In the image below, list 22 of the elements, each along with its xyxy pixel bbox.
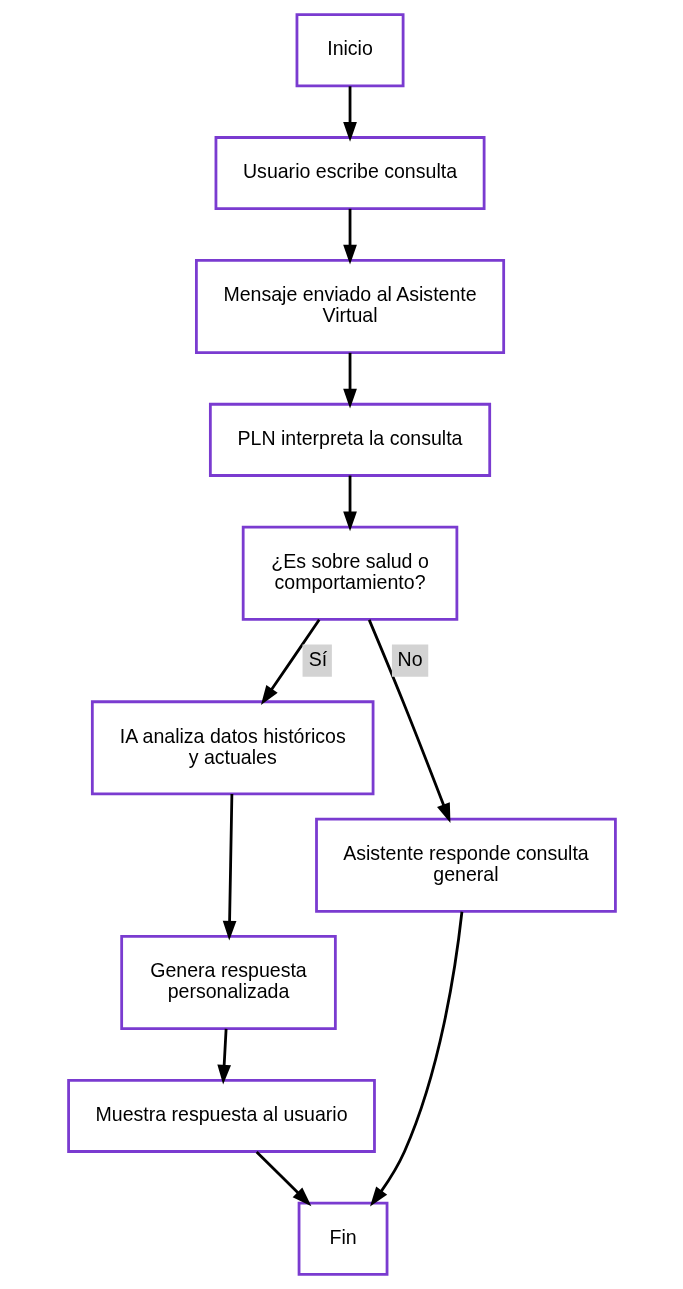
node-box: ¿Es sobre salud o comportamiento? bbox=[241, 525, 458, 621]
node-box: Genera respuesta personalizada bbox=[119, 935, 337, 1030]
arrow bbox=[342, 86, 357, 142]
edge-label: No bbox=[397, 648, 423, 671]
node-box: IA analiza datos históricos y actuales bbox=[90, 700, 374, 796]
arrow bbox=[369, 911, 463, 1207]
arrow bbox=[222, 793, 236, 941]
arrow bbox=[216, 1028, 231, 1085]
arrow bbox=[367, 619, 450, 823]
arrow bbox=[342, 352, 357, 409]
node-box: Mensaje enviado al Asistente Virtual bbox=[194, 259, 505, 354]
node-box: Usuario escribe consulta bbox=[214, 136, 485, 211]
arrow bbox=[342, 475, 357, 532]
edge-label: Sí bbox=[308, 648, 327, 671]
node-box: Muestra respuesta al usuario bbox=[66, 1078, 376, 1153]
arrow bbox=[255, 1151, 311, 1207]
node-box: PLN interpreta la consulta bbox=[208, 402, 491, 477]
arrow bbox=[342, 208, 357, 265]
arrow bbox=[260, 619, 320, 706]
node-box: Inicio bbox=[295, 13, 404, 88]
node-box: Asistente responde consulta general bbox=[314, 817, 617, 913]
node-box: Fin bbox=[297, 1201, 388, 1276]
